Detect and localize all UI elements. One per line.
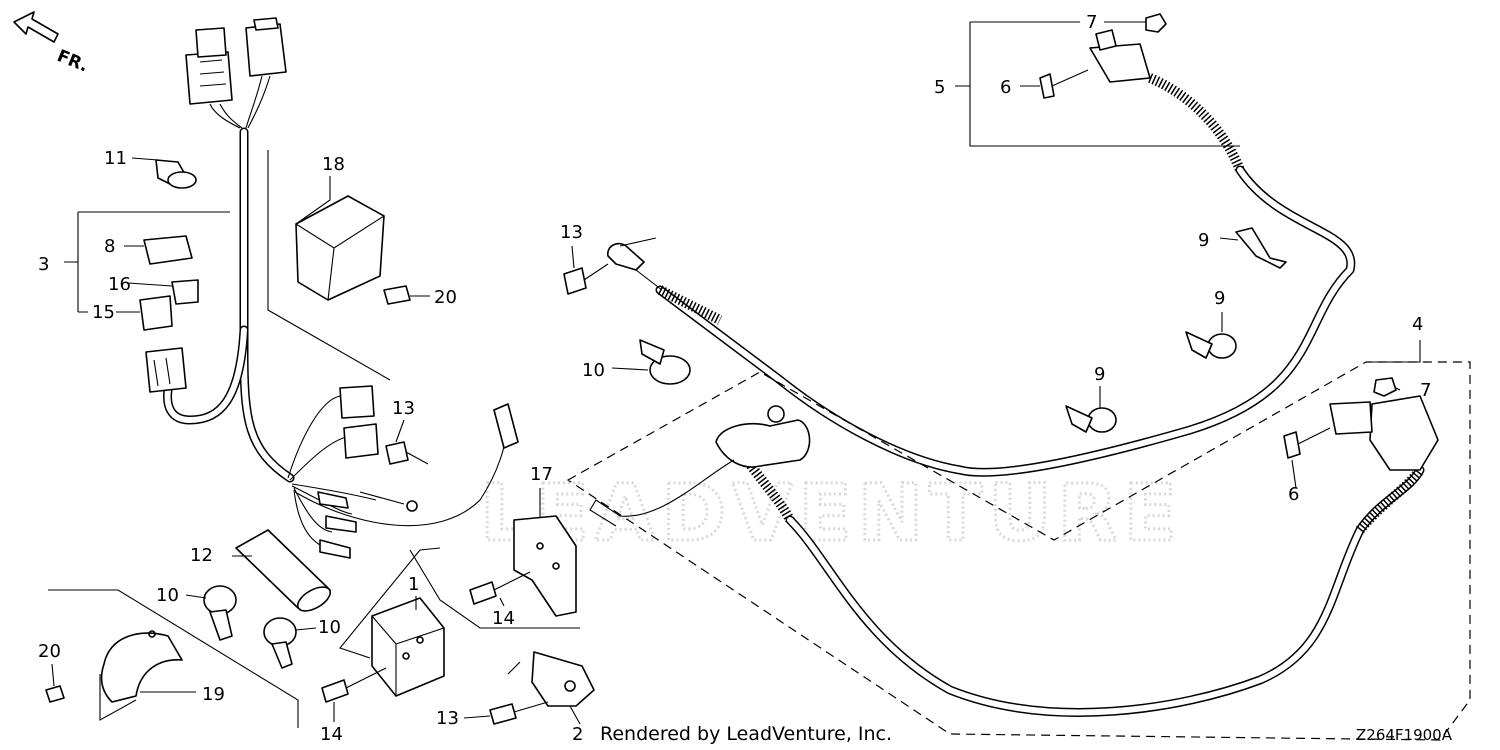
- callout-20-left: 20: [38, 641, 61, 662]
- callout-12: 12: [190, 545, 213, 566]
- fuse-cover-8: [143, 235, 193, 265]
- callout-7-top: 7: [1086, 12, 1097, 33]
- callout-8: 8: [104, 236, 115, 257]
- callout-20-right: 20: [434, 287, 457, 308]
- callout-10-center: 10: [582, 360, 605, 381]
- front-direction-arrow-icon: [13, 11, 59, 43]
- callout-18: 18: [322, 154, 345, 175]
- callout-14-right: 14: [492, 608, 515, 629]
- bolt-6-top: [1039, 73, 1055, 99]
- terminal-boot-4: [1329, 395, 1439, 471]
- callout-10-left: 10: [156, 585, 179, 606]
- direction-label: FR.: [54, 46, 91, 76]
- callout-6-right: 6: [1288, 484, 1299, 505]
- callout-13-middle: 13: [392, 398, 415, 419]
- leader-lines: [51, 21, 1401, 725]
- callout-19: 19: [202, 684, 225, 705]
- callout-5: 5: [934, 77, 945, 98]
- callout-17: 17: [530, 464, 553, 485]
- bolt-6-right: [1283, 431, 1301, 459]
- rubber-tube-12: [235, 529, 332, 612]
- callout-11: 11: [104, 148, 127, 169]
- bolt-20-left: [45, 685, 65, 703]
- fuse-16: [171, 279, 199, 305]
- harness-clip-11: [155, 159, 197, 189]
- bracket-1: [371, 597, 445, 697]
- callout-13-top: 13: [560, 222, 583, 243]
- callout-15: 15: [92, 302, 115, 323]
- clip-9-b: [1185, 331, 1237, 359]
- fuse-15: [139, 295, 173, 331]
- heat-cover-19: [100, 630, 183, 703]
- harness-clamp-10-left: [203, 585, 297, 669]
- positive-battery-cable: [655, 73, 1356, 477]
- callout-14-left: 14: [320, 724, 343, 745]
- bolt-14-lower: [321, 679, 349, 703]
- bolt-14-upper: [469, 581, 497, 605]
- nut-7-top: [1145, 13, 1167, 33]
- callout-13-bottom: 13: [436, 708, 459, 729]
- watermark: LEADVENTURE: [480, 469, 1183, 559]
- callout-7-right: 7: [1420, 380, 1431, 401]
- terminal-boot-center: [589, 405, 811, 527]
- callout-9-b: 9: [1214, 288, 1225, 309]
- callout-10-right: 10: [318, 617, 341, 638]
- negative-battery-cable: [735, 447, 1425, 717]
- harness-clamp-10-center: [639, 339, 691, 385]
- clip-9-a: [1235, 227, 1287, 269]
- nut-7-right: [1373, 377, 1397, 397]
- callout-4: 4: [1412, 314, 1423, 335]
- bolt-13-upper: [563, 267, 587, 295]
- callout-9-a: 9: [1198, 230, 1209, 251]
- callout-16: 16: [108, 274, 131, 295]
- callout-3: 3: [38, 254, 49, 275]
- callout-labels: 1 2 3 4 5 6 6 7 7 8 9 9 9 10 10 10 11 12…: [38, 12, 1431, 745]
- main-wire-harness: [64, 17, 519, 559]
- ring-terminal: [607, 242, 645, 271]
- callout-1: 1: [408, 574, 419, 595]
- credit-text: Rendered by LeadVenture, Inc.: [600, 723, 892, 745]
- bolt-13-middle: [385, 441, 409, 465]
- callout-6-top: 6: [1000, 77, 1011, 98]
- box-18: [295, 195, 411, 305]
- callout-2: 2: [572, 724, 583, 745]
- terminal-5: [1089, 29, 1151, 83]
- callout-9-c: 9: [1094, 364, 1105, 385]
- bracket-17: [513, 515, 577, 617]
- bolt-13-lower: [489, 703, 517, 725]
- clip-9-c: [1065, 405, 1117, 433]
- diagram-code: Z264F1900A: [1356, 726, 1453, 744]
- bracket-2: [531, 651, 595, 707]
